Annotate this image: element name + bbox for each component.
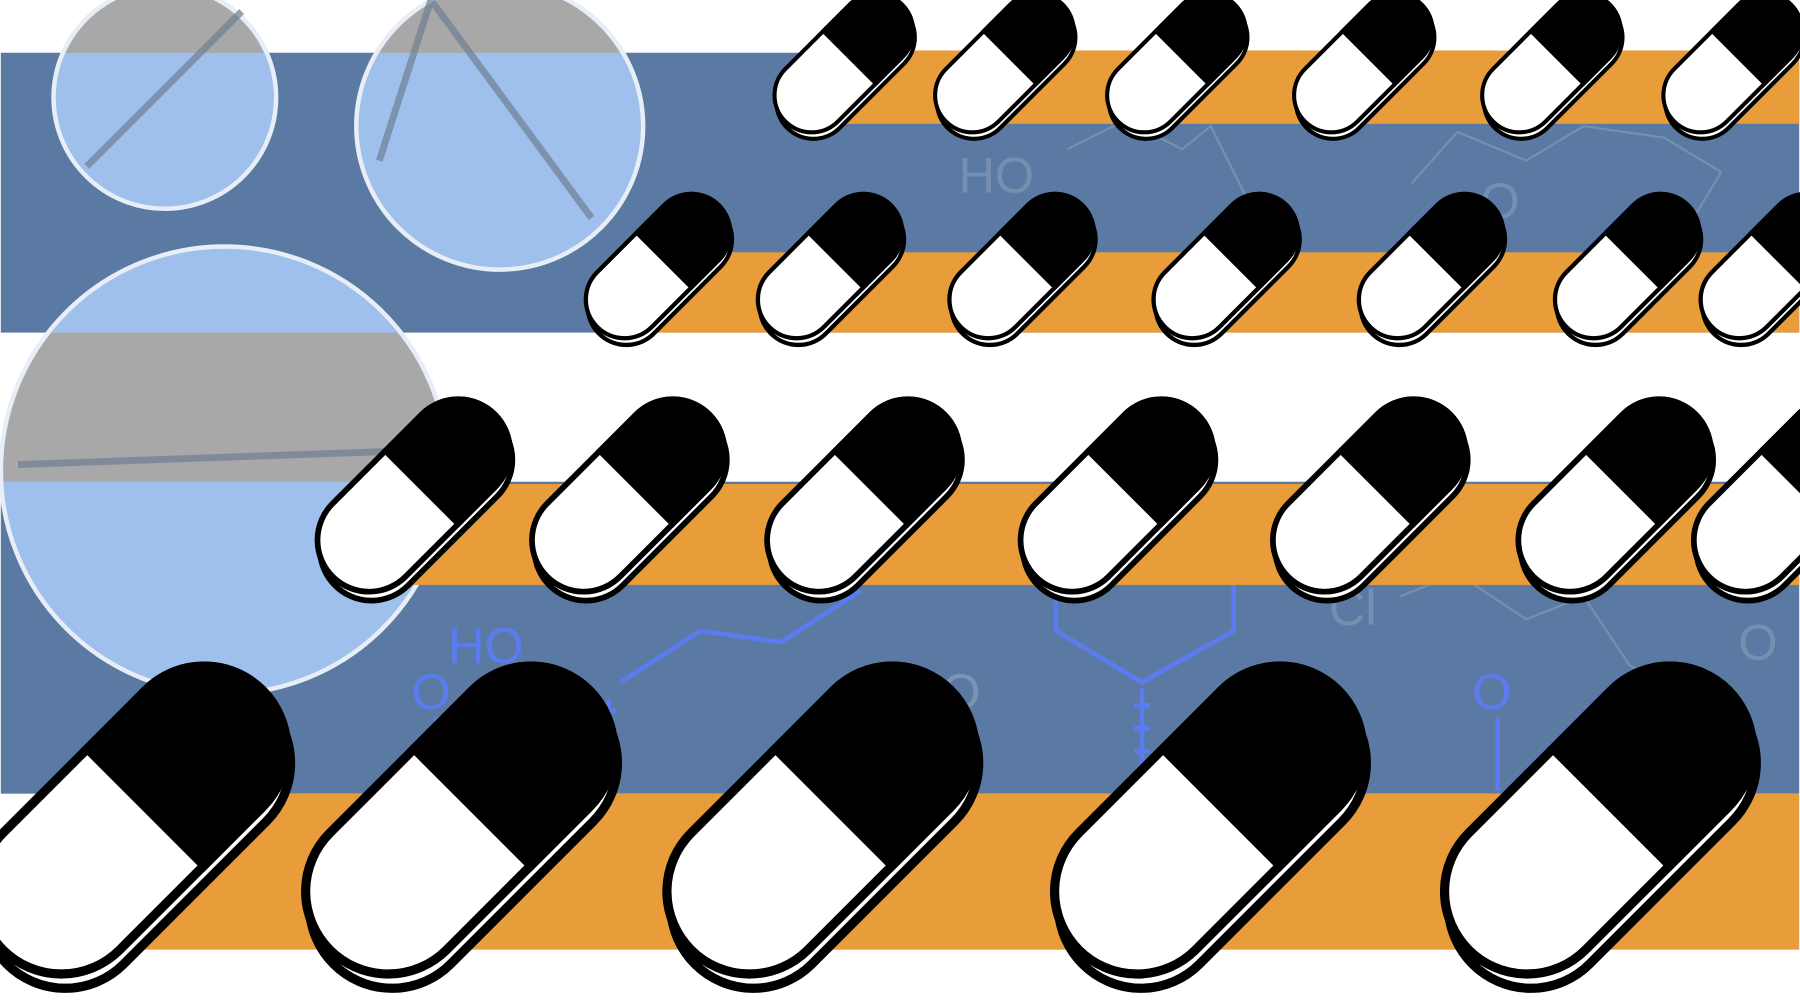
chem-label-o-right: O xyxy=(1738,613,1777,670)
chem-label-o-bottom-3: O xyxy=(1472,663,1511,720)
chem-label-ho-top: HO xyxy=(958,147,1034,204)
tablets xyxy=(0,0,646,697)
tablet-score-lines xyxy=(17,0,595,468)
chem-label-o-bottom-1: O xyxy=(411,663,450,720)
